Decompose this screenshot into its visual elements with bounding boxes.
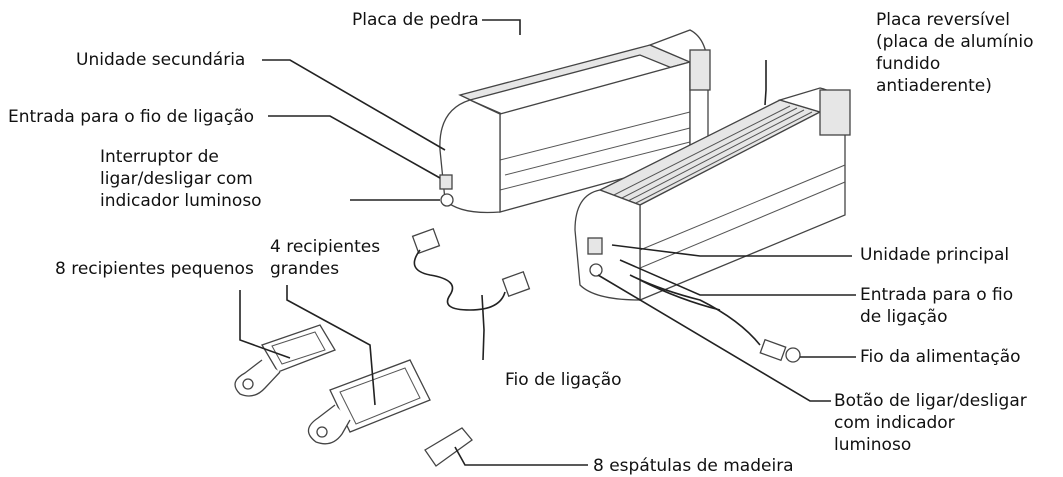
label-reversible-plate-line1: Placa reversível: [876, 10, 1010, 30]
label-cord-inlet-right-line2: de ligação: [860, 307, 948, 327]
spatula-drawing: [424, 427, 473, 467]
label-reversible-plate: Placa reversível (placa de alumínio fund…: [876, 9, 1033, 97]
label-large-dishes-line2: grandes: [270, 259, 340, 279]
leader-lines: [239, 19, 856, 466]
dishes-drawing: [234, 324, 431, 445]
label-cord-inlet-right-line1: Entrada para o fio: [860, 285, 1014, 305]
label-switch-line3: indicador luminoso: [100, 191, 262, 211]
label-secondary-unit: Unidade secundária: [76, 50, 246, 70]
label-connection-cord: Fio de ligação: [505, 370, 622, 390]
label-power-button: Botão de ligar/desligar com indicador lu…: [834, 390, 1027, 456]
label-switch-line1: Interruptor de: [100, 147, 219, 167]
label-main-unit: Unidade principal: [860, 245, 1010, 265]
label-reversible-plate-line2: (placa de alumínio: [876, 32, 1034, 52]
label-power-button-line3: luminoso: [834, 435, 912, 455]
label-spatulas: 8 espátulas de madeira: [593, 456, 794, 476]
label-power-button-line1: Botão de ligar/desligar: [834, 391, 1027, 411]
label-switch: Interruptor de ligar/desligar com indica…: [100, 146, 262, 212]
label-stone-plate: Placa de pedra: [352, 10, 479, 30]
label-switch-line2: ligar/desligar com: [100, 169, 253, 189]
label-small-dishes: 8 recipientes pequenos: [55, 259, 254, 279]
label-reversible-plate-line4: antiaderente): [876, 76, 992, 96]
label-power-button-line2: com indicador: [834, 413, 955, 433]
secondary-unit-drawing: [439, 29, 711, 214]
label-power-cord: Fio da alimentação: [860, 347, 1021, 367]
label-cord-inlet-left: Entrada para o fio de ligação: [8, 107, 255, 127]
label-large-dishes-line1: 4 recipientes: [270, 237, 381, 257]
connection-cord-drawing: [411, 227, 531, 311]
main-unit-drawing: [574, 87, 851, 363]
label-large-dishes: 4 recipientes grandes: [270, 236, 380, 280]
label-cord-inlet-right: Entrada para o fio de ligação: [860, 284, 1013, 328]
label-reversible-plate-line3: fundido: [876, 54, 941, 74]
